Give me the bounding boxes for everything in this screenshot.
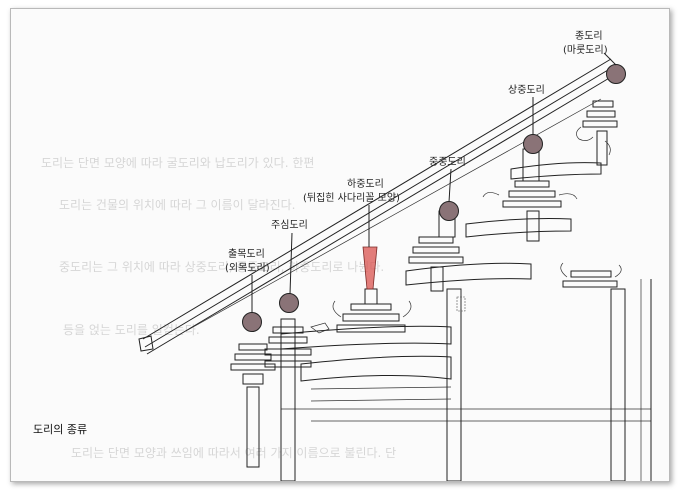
label-jongdori-alt: (마룻도리) <box>563 44 608 56</box>
bracket-set-middle <box>332 288 412 333</box>
figure-frame: 도리는 단면 모양에 따라 굴도리와 납도리가 있다. 한편 도리는 건물의 위… <box>10 8 670 482</box>
purlins <box>242 64 626 332</box>
bleed-line: 도리는 건물의 위치에 따라 그 이름이 달라진다. <box>59 198 295 212</box>
jusimdori-purlin <box>279 293 299 313</box>
label-chulmokdori: 출목도리 <box>228 248 265 260</box>
label-chulmokdori-alt: (외목도리) <box>225 262 270 274</box>
label-hajungdori-note: (뒤집힌 사다리꼴 모양) <box>303 192 400 204</box>
label-hajungdori: 하중도리 <box>347 177 384 190</box>
bracket-set-right <box>560 262 622 288</box>
label-jusimdori: 주심도리 <box>271 219 308 231</box>
bracket-set-upper <box>482 180 578 242</box>
jungjungdori-purlin <box>439 201 459 221</box>
bracket-set-top <box>576 100 618 166</box>
bleed-line: 도리는 단면 모양에 따라 굴도리와 납도리가 있다. 한편 <box>41 156 314 170</box>
floor-lines <box>281 279 652 481</box>
bleed-line: 등을 얹는 도리를 일컫는다. <box>63 323 200 337</box>
beams <box>280 162 602 402</box>
label-jungjungdori: 중중도리 <box>429 156 466 168</box>
bleed-through-text: 도리는 단면 모양에 따라 굴도리와 납도리가 있다. 한편 도리는 건물의 위… <box>41 156 396 460</box>
bleed-line: 도리는 단면 모양과 쓰임에 따라서 여러 가지 이름으로 불린다. 단 <box>71 446 396 460</box>
label-sangjungdori: 상중도리 <box>508 84 545 96</box>
figure-caption: 도리의 종류 <box>33 423 87 436</box>
hajungdori-marker <box>362 246 378 290</box>
purlin-diagram: 도리는 단면 모양에 따라 굴도리와 납도리가 있다. 한편 도리는 건물의 위… <box>33 30 652 481</box>
bleed-line: 중도리는 그 위치에 따라 상중도리, 중중도리, 하중도리로 나뉜다. <box>59 260 384 274</box>
bracket-set-upper-left <box>408 236 464 292</box>
bracket-set-column <box>264 322 330 368</box>
label-jongdori: 종도리 <box>575 30 603 42</box>
bracket-sets <box>230 100 622 468</box>
leader-lines <box>251 52 617 313</box>
columns <box>280 288 626 481</box>
chulmokdori-purlin <box>242 312 262 332</box>
jongdori-purlin <box>606 64 626 84</box>
sangjungdori-purlin <box>523 134 543 154</box>
posts <box>438 148 540 312</box>
labels: 종도리 (마룻도리) 상중도리 중중도리 하중도리 (뒤집힌 사다리꼴 모양) … <box>225 30 608 274</box>
